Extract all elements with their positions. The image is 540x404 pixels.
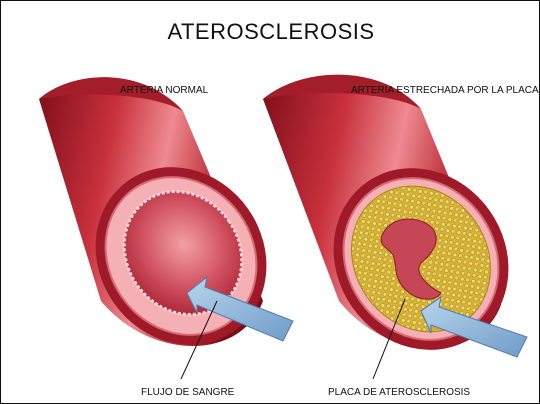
narrowed-artery-label: ARTERIA ESTRECHADA POR LA PLACA <box>351 85 539 96</box>
plaque-label: PLACA DE ATEROSCLEROSIS <box>328 387 470 398</box>
normal-artery <box>39 77 301 379</box>
narrowed-artery <box>263 75 540 384</box>
normal-artery-label: ARTERIA NORMAL <box>120 85 208 96</box>
blood-flow-label: FLUJO DE SANGRE <box>141 387 234 398</box>
